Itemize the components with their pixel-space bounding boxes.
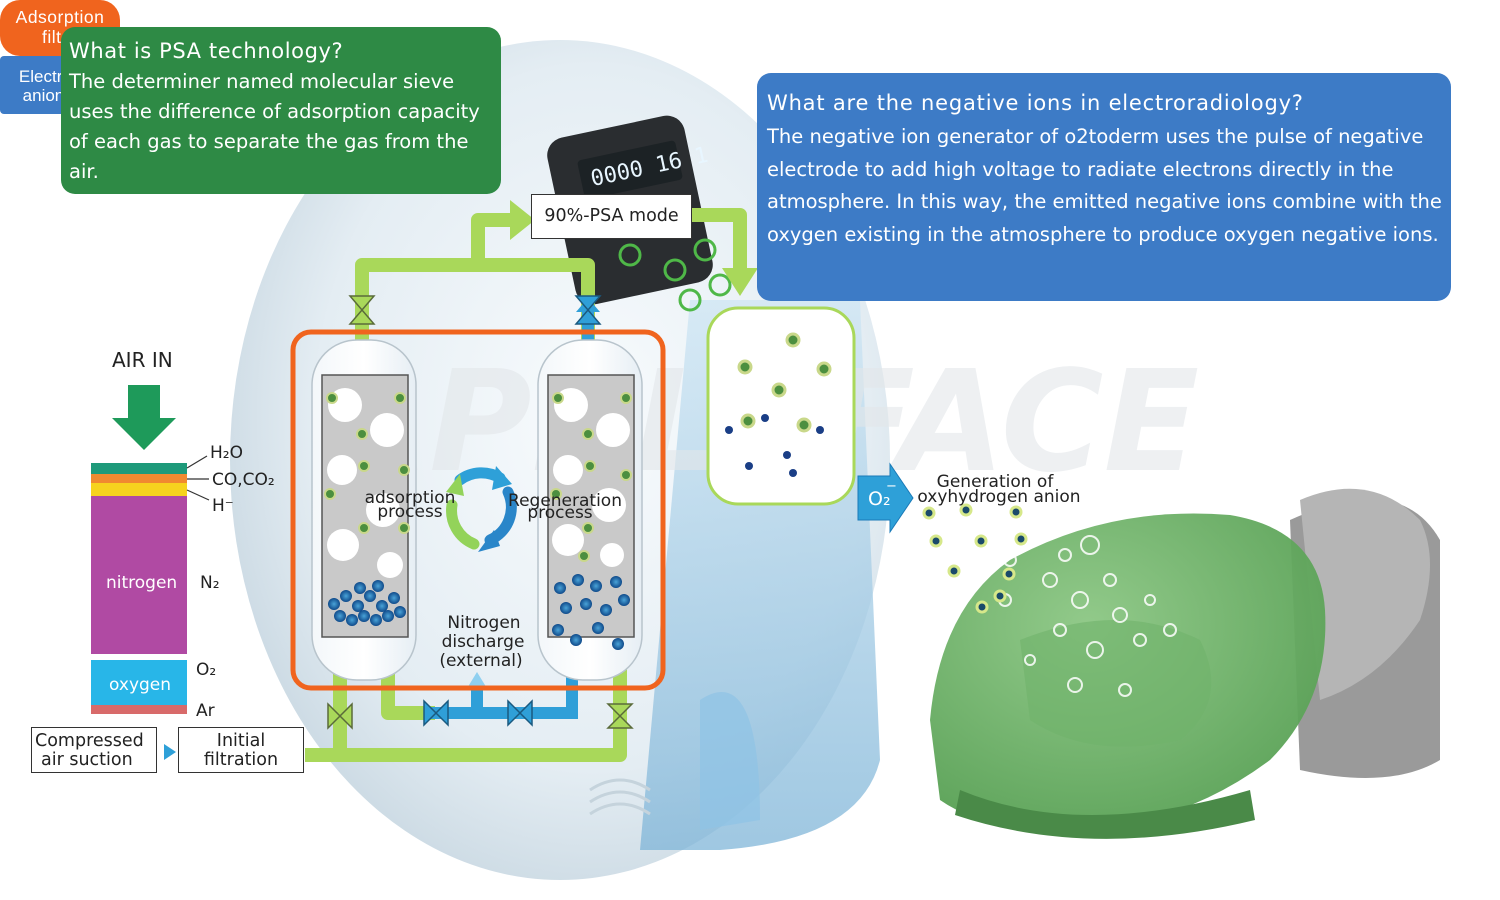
- air-in-label: AIR IN: [112, 348, 173, 372]
- initial-line1: Initial: [216, 731, 266, 751]
- compressed-line1: Compressed: [35, 731, 144, 751]
- air-composition-column: [91, 463, 187, 714]
- h-minus-label: H⁻: [212, 496, 234, 516]
- h2o-label: H₂O: [210, 443, 243, 463]
- generation-line1: Generation of: [937, 472, 1055, 492]
- nitrogen-discharge-line2: discharge: [442, 632, 525, 652]
- pipe-network-green: [305, 208, 747, 762]
- pipe-arrow-top: [510, 200, 535, 240]
- compressed-air-suction-box: Compressed air suction: [31, 727, 157, 773]
- compressed-line2: air suction: [41, 750, 133, 770]
- adsorption-frame: [290, 329, 666, 691]
- nitrogen-molecules-left: [328, 580, 406, 626]
- n2-label: N₂: [200, 573, 220, 593]
- psa-mode-text: 90%-PSA mode: [544, 206, 679, 226]
- ion-chamber: [706, 306, 856, 506]
- psa-question: What is PSA technology?: [69, 39, 344, 63]
- ion-question: What are the negative ions in electrorad…: [767, 91, 1304, 115]
- pipe-arrow-down: [722, 268, 758, 296]
- valves: [327, 295, 634, 730]
- nitrogen-label: nitrogen: [106, 573, 177, 593]
- psa-technology-callout: What is PSA technology? The determiner n…: [61, 27, 501, 194]
- co-co2-label: CO,CO₂: [212, 470, 275, 490]
- ar-label: Ar: [196, 701, 215, 721]
- adsorption-process-line2: process: [377, 502, 442, 522]
- o2-symbol: O₂: [868, 488, 891, 510]
- nitrogen-discharge-line1: Nitrogen: [447, 613, 520, 633]
- adsorption-filter-line1: Adsorption: [15, 7, 105, 27]
- initial-filtration-box: Initial filtration: [178, 727, 304, 773]
- ion-answer: The negative ion generator of o2toderm u…: [767, 125, 1442, 246]
- step-arrow: [164, 744, 176, 760]
- psa-mode-label: 90%-PSA mode: [531, 194, 692, 239]
- nitrogen-discharge-line3: (external): [439, 651, 522, 671]
- air-in-arrow: [112, 385, 176, 450]
- oxygen-label: oxygen: [109, 675, 171, 695]
- generation-line2: oxyhydrogen anion: [917, 487, 1080, 507]
- ion-bubbles: [940, 515, 1177, 697]
- o2-label: O₂: [196, 660, 216, 680]
- regeneration-process-line2: process: [527, 503, 592, 523]
- initial-line2: filtration: [203, 750, 279, 770]
- negative-ions-callout: What are the negative ions in electrorad…: [757, 73, 1451, 301]
- nitrogen-molecules-right: [552, 574, 630, 650]
- regeneration-process-line1: Regeneration: [508, 491, 622, 511]
- o2-ion-arrow: [857, 462, 914, 534]
- psa-answer: The determiner named molecular sieve use…: [69, 70, 480, 183]
- face-mask-illustration: [930, 488, 1440, 839]
- air-column-labels: AIR IN H₂O CO,CO₂ H⁻ nitrogen N₂ O₂ oxyg…: [106, 348, 275, 721]
- o2-charge: −: [886, 479, 897, 494]
- oxygen-anions: [922, 503, 1028, 614]
- adsorption-process-line1: adsorption: [365, 488, 456, 508]
